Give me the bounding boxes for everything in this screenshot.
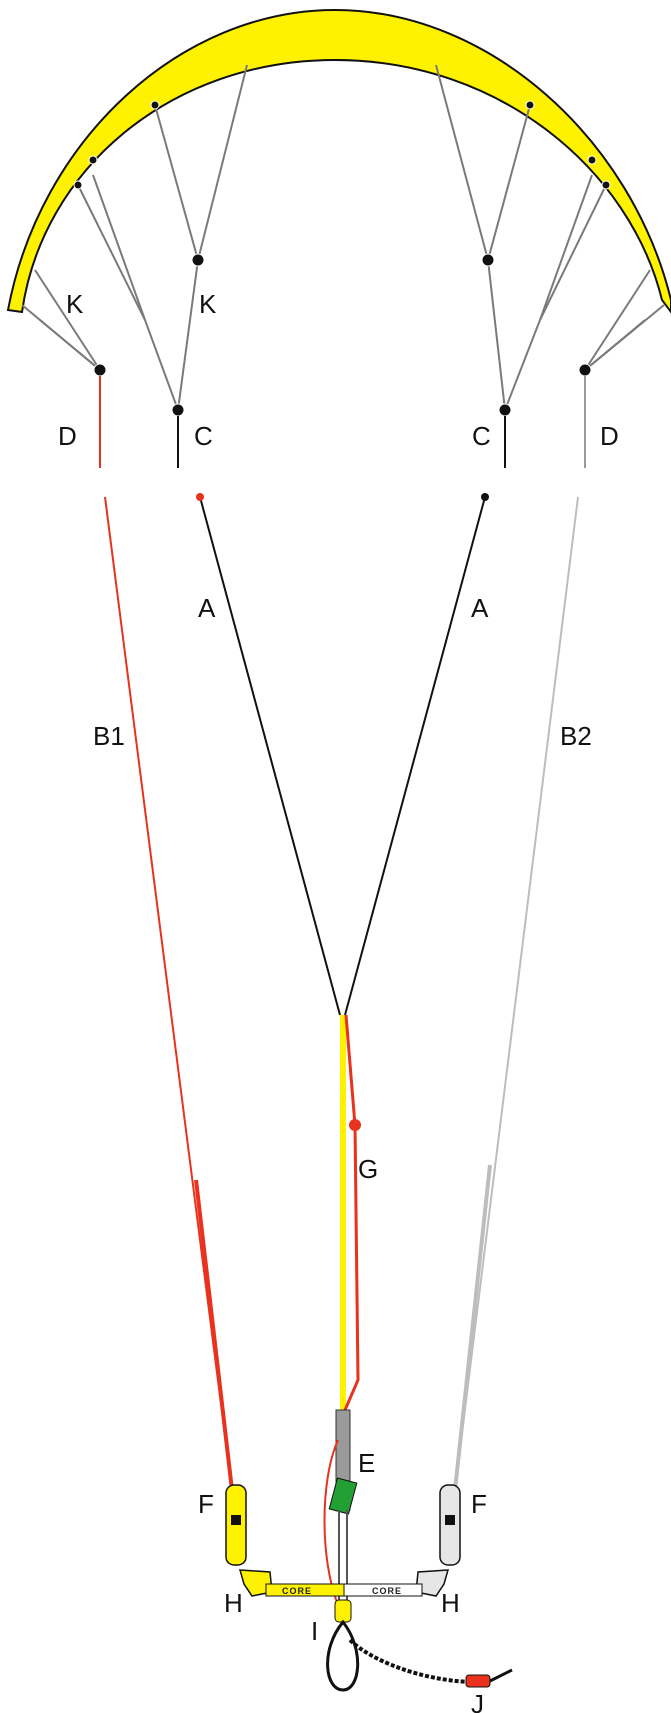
label-k-inner-left: K [199,289,217,319]
label-h-right: H [441,1588,460,1618]
label-c-left: C [194,421,213,451]
label-a-left: A [198,593,216,623]
control-bar-right-half [343,1583,423,1597]
front-line-right-end [481,493,489,501]
trim-handle [328,1477,358,1515]
bar-end-left [238,1569,273,1597]
label-h-left: H [224,1588,243,1618]
label-j: J [471,1689,484,1713]
label-e: E [358,1448,375,1478]
front-line-left [199,496,341,1016]
leash-end [489,1668,513,1683]
front-line-left-end [196,493,204,501]
label-b2: B2 [560,721,592,751]
chicken-loop [326,1619,360,1692]
back-line-left-thick [194,1179,234,1491]
label-d-right: D [600,421,619,451]
front-line-right [344,496,486,1016]
kite-leading-edge [6,8,671,314]
bridle-pulleys [73,100,611,417]
safety-leash [348,1638,471,1684]
label-f-right: F [471,1489,487,1519]
label-b1: B1 [93,721,125,751]
label-c-right: C [472,421,491,451]
back-line-right-thick [453,1164,492,1491]
leash-release [465,1674,491,1688]
back-line-right [454,496,579,1491]
label-a-right: A [471,593,489,623]
safety-line-ball [349,1119,361,1131]
right-bridle [435,64,665,411]
float-left-logo [231,1515,241,1525]
safety-line-g [343,1014,360,1411]
bar-end-right [415,1569,450,1597]
bar-brand-left: CORE [282,1586,312,1596]
float-right-logo [445,1515,455,1525]
bar-brand-right: CORE [372,1586,402,1596]
label-k-left: K [66,289,84,319]
label-f-left: F [198,1489,214,1519]
label-g: G [358,1154,378,1184]
chicken-loop-stopper [334,1599,352,1623]
label-d-left: D [58,421,77,451]
left-bridle [21,64,248,411]
label-i: I [311,1616,318,1646]
